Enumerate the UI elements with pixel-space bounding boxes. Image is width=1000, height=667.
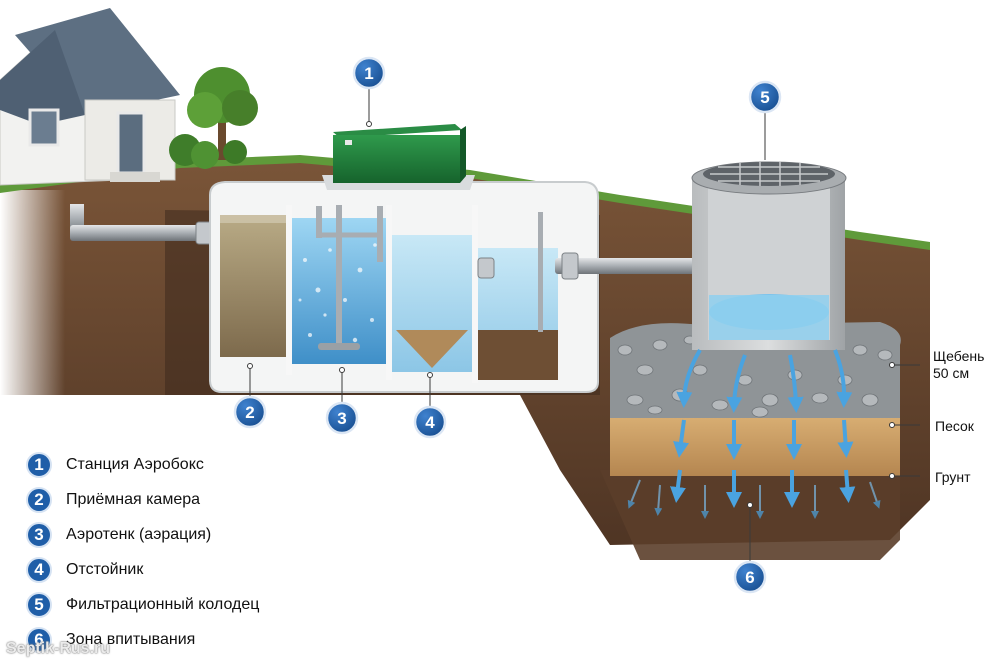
- legend: 1 Станция Аэробокс 2 Приёмная камера 3 Аэроте…: [26, 447, 259, 657]
- marker-number: 6: [745, 568, 754, 587]
- legend-text: Фильтрационный колодец: [66, 595, 260, 613]
- legend-text: Отстойник: [66, 560, 144, 578]
- marker-number: 5: [760, 88, 769, 107]
- marker-number: 4: [425, 413, 435, 432]
- legend-number-badge: 2: [26, 486, 52, 513]
- legend-text: Аэротенк (аэрация): [66, 525, 212, 543]
- gravel-label-line1: Щебень: [933, 348, 985, 364]
- legend-number-badge: 6: [26, 626, 52, 653]
- marker-receiving-chamber: 2: [233, 395, 267, 429]
- legend-item: 6 Зона впитывания: [26, 622, 259, 657]
- legend-item: 1 Станция Аэробокс: [26, 447, 259, 482]
- marker-number: 1: [364, 64, 373, 83]
- legend-number-badge: 1: [26, 451, 52, 478]
- marker-number: 2: [245, 403, 254, 422]
- watermark: Septik-Rus.ru: [6, 640, 111, 657]
- marker-circle: [413, 405, 447, 439]
- tree: [187, 67, 258, 160]
- legend-item: 5 Фильтрационный колодец: [26, 587, 259, 622]
- legend-number-badge: 4: [26, 556, 52, 583]
- legend-text: Зона впитывания: [66, 630, 196, 648]
- gravel-layer-label: Щебень 50 см: [933, 348, 984, 382]
- sand-layer: [610, 418, 900, 476]
- bushes: [169, 134, 247, 169]
- legend-text: Станция Аэробокс: [66, 455, 204, 473]
- soil-layer-label: Грунт: [935, 469, 971, 485]
- marker-circle: [733, 560, 767, 594]
- legend-number-badge: 5: [26, 591, 52, 618]
- marker-number: 3: [337, 409, 346, 428]
- house: [0, 8, 180, 186]
- marker-circle: [233, 395, 267, 429]
- marker-settler: 4: [413, 405, 447, 439]
- marker-circle: [325, 401, 359, 435]
- legend-item: 2 Приёмная камера: [26, 482, 259, 517]
- filtration-well: [691, 161, 847, 350]
- marker-circle: [748, 80, 782, 114]
- legend-text: Приёмная камера: [66, 490, 201, 508]
- septic-tank: [209, 181, 599, 393]
- station-lid: [322, 124, 475, 190]
- inlet-pipe: [70, 204, 230, 245]
- sand-layer-label: Песок: [935, 418, 974, 434]
- legend-item: 4 Отстойник: [26, 552, 259, 587]
- marker-station: 1: [352, 56, 386, 90]
- marker-circle: [352, 56, 386, 90]
- legend-number-badge: 3: [26, 521, 52, 548]
- receiving-chamber: [220, 215, 286, 357]
- marker-filtration-well: 5: [748, 80, 782, 114]
- marker-aerotank: 3: [325, 401, 359, 435]
- legend-item: 3 Аэротенк (аэрация): [26, 517, 259, 552]
- absorption-arrows-faint: [627, 479, 881, 519]
- marker-absorption-zone: 6: [733, 560, 767, 594]
- absorption-arrows: [670, 348, 856, 508]
- outlet-pipe: [477, 252, 700, 280]
- gravel-label-line2: 50 см: [933, 365, 970, 381]
